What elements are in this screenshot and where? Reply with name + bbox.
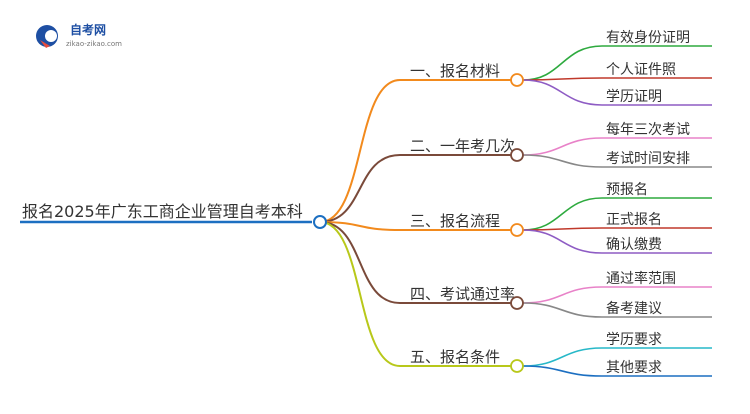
branch-topic: 五、报名条件: [410, 348, 500, 366]
leaf-connector: [522, 45, 712, 81]
branch-connector: [319, 79, 511, 223]
leaf-topic: 预报名: [606, 182, 648, 198]
leaf-connector: [522, 286, 712, 304]
branch-node-circle: [510, 148, 524, 162]
branch-node-circle: [510, 296, 524, 310]
branch-topic: 一、报名材料: [410, 62, 500, 80]
root-node-circle: [313, 215, 327, 229]
site-logo: 自考网 zikao-zikao.com: [36, 22, 122, 48]
leaf-topic: 个人证件照: [606, 62, 676, 78]
leaf-topic: 其他要求: [606, 360, 662, 376]
leaf-connector: [522, 365, 712, 377]
branch-node-circle: [510, 359, 524, 373]
branch-topic: 四、考试通过率: [410, 285, 515, 303]
leaf-topic: 确认缴费: [606, 237, 662, 253]
branch-connector: [319, 221, 511, 367]
leaf-connector: [522, 79, 712, 106]
leaf-connector: [522, 154, 712, 168]
branch-connector: [319, 221, 511, 304]
leaf-connector: [522, 229, 712, 254]
leaf-connector: [522, 77, 712, 81]
leaf-connector: [522, 137, 712, 156]
leaf-connector: [522, 302, 712, 318]
leaf-topic: 有效身份证明: [606, 30, 690, 46]
root-topic: 报名2025年广东工商企业管理自考本科: [22, 202, 303, 221]
branch-node-circle: [510, 223, 524, 237]
branch-connector: [319, 221, 511, 231]
branch-connector: [319, 154, 511, 223]
logo-name: 自考网: [70, 22, 106, 37]
branch-topic: 三、报名流程: [410, 212, 500, 230]
branch-node-circle: [510, 73, 524, 87]
leaf-topic: 正式报名: [606, 212, 662, 228]
leaf-connector: [522, 347, 712, 367]
leaf-topic: 通过率范围: [606, 270, 676, 287]
leaf-topic: 学历证明: [606, 89, 662, 105]
logo-url: zikao-zikao.com: [66, 40, 122, 48]
leaf-connector: [522, 227, 712, 231]
leaf-topic: 考试时间安排: [606, 151, 690, 167]
leaf-topic: 每年三次考试: [606, 122, 690, 138]
leaf-topic: 备考建议: [606, 300, 662, 317]
leaf-topic: 学历要求: [606, 332, 662, 348]
leaf-connector: [522, 197, 712, 231]
branch-topic: 二、一年考几次: [410, 137, 515, 155]
